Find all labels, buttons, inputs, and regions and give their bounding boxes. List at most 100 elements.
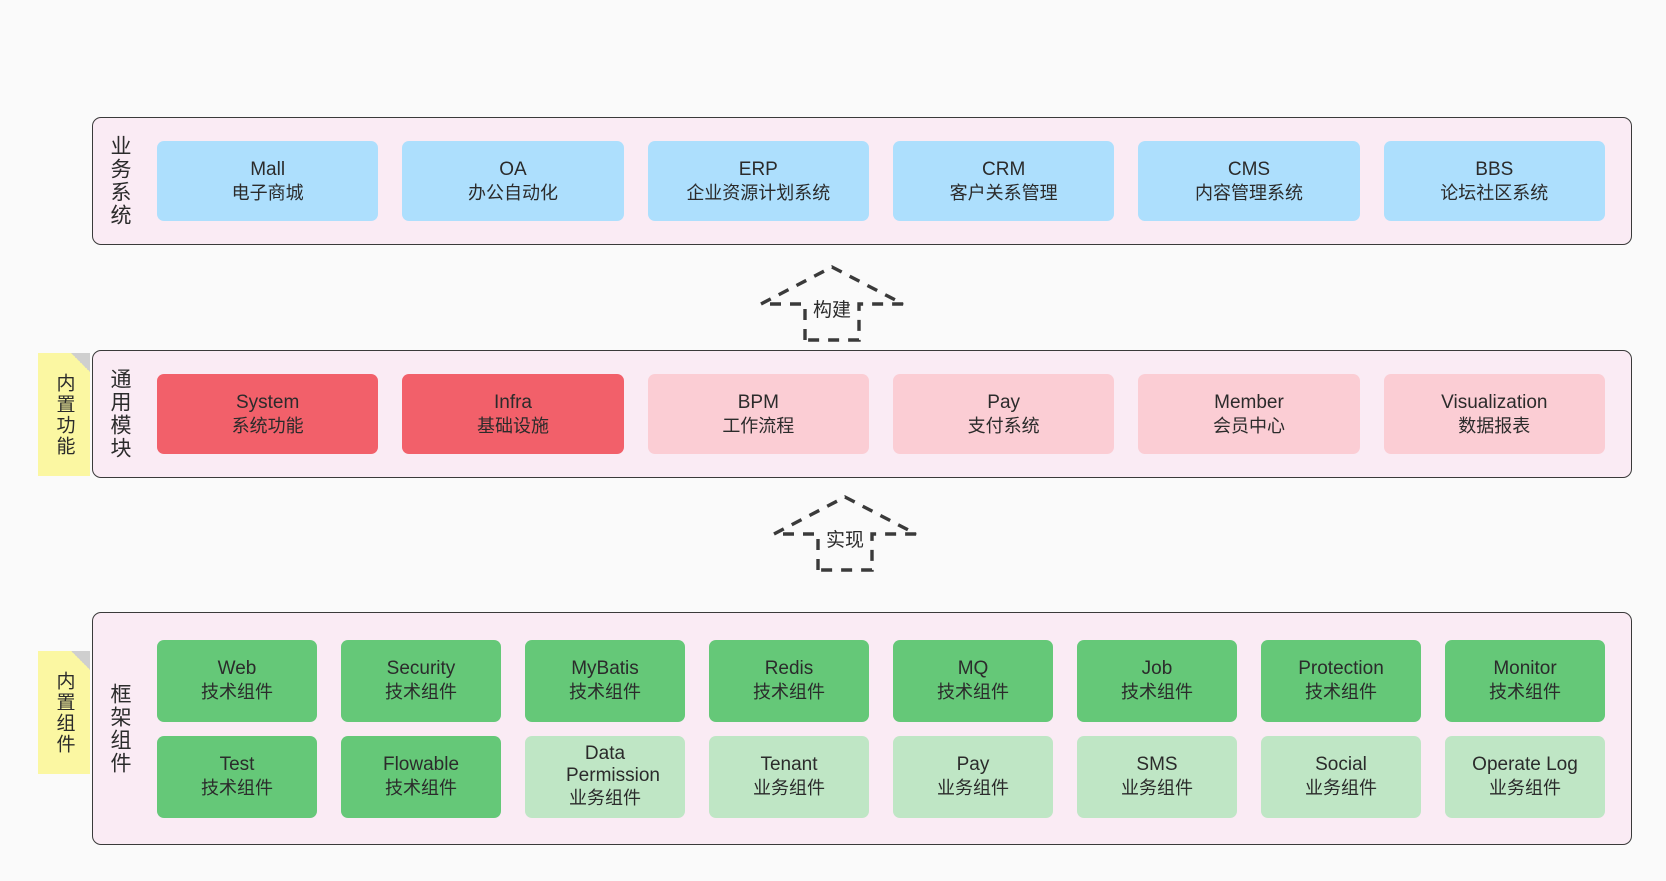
node-data-permission-en: Data Permission: [566, 743, 660, 787]
node-member-cn: 会员中心: [1212, 415, 1285, 436]
node-operate-log-en: Operate Log: [1472, 754, 1578, 776]
node-mq-en: MQ: [957, 658, 989, 680]
node-web[interactable]: Web 技术组件: [157, 639, 317, 722]
node-job[interactable]: Job 技术组件: [1077, 639, 1237, 722]
node-erp-en: ERP: [738, 158, 778, 180]
node-mq-cn: 技术组件: [937, 682, 1009, 703]
node-security-en: Security: [386, 658, 456, 680]
connector-build: 构建: [757, 262, 907, 352]
node-infra-cn: 基础设施: [476, 415, 549, 436]
node-oa-cn: 办公自动化: [467, 182, 558, 203]
node-mybatis-cn: 技术组件: [569, 682, 641, 703]
node-protection-cn: 技术组件: [1305, 682, 1377, 703]
node-system-cn: 系统功能: [231, 415, 304, 436]
node-system-en: System: [235, 391, 300, 413]
framework-row-1: Web 技术组件 Security 技术组件 MyBatis 技术组件 Redi…: [145, 639, 1617, 722]
node-bbs[interactable]: BBS 论坛社区系统: [1383, 141, 1605, 221]
node-operate-log[interactable]: Operate Log 业务组件: [1445, 735, 1605, 818]
node-job-cn: 技术组件: [1121, 682, 1193, 703]
node-sms[interactable]: SMS 业务组件: [1077, 735, 1237, 818]
node-protection[interactable]: Protection 技术组件: [1261, 639, 1421, 722]
node-mall-cn: 电子商城: [231, 182, 304, 203]
node-tenant-en: Tenant: [760, 754, 818, 776]
node-test-cn: 技术组件: [201, 778, 273, 799]
node-visualization-en: Visualization: [1441, 391, 1548, 413]
note-builtin-components-label: 内置组件: [53, 670, 75, 755]
node-test[interactable]: Test 技术组件: [157, 735, 317, 818]
node-pay-module-cn: 支付系统: [967, 415, 1040, 436]
node-bbs-en: BBS: [1475, 158, 1514, 180]
node-bbs-cn: 论坛社区系统: [1440, 182, 1549, 203]
layer-modules-title: 通用模块: [108, 368, 132, 460]
connector-build-label: 构建: [813, 300, 852, 321]
layer-business-systems: 业务系统 Mall 电子商城 OA 办公自动化 ERP 企业资源计划系统 CRM…: [92, 117, 1632, 245]
node-cms[interactable]: CMS 内容管理系统: [1138, 141, 1360, 221]
node-mq[interactable]: MQ 技术组件: [893, 639, 1053, 722]
node-pay-module-en: Pay: [987, 391, 1021, 413]
node-flowable[interactable]: Flowable 技术组件: [341, 735, 501, 818]
node-monitor[interactable]: Monitor 技术组件: [1445, 639, 1605, 722]
layer-framework-components: 框架组件 Web 技术组件 Security 技术组件 MyBatis 技术组件…: [92, 612, 1632, 845]
node-data-permission[interactable]: Data Permission 业务组件: [525, 735, 685, 818]
node-bpm-en: BPM: [737, 391, 779, 413]
node-pay-component-en: Pay: [956, 754, 990, 776]
layer-common-modules: 通用模块 System 系统功能 Infra 基础设施 BPM 工作流程 Pay…: [92, 350, 1632, 478]
node-system[interactable]: System 系统功能: [157, 374, 379, 454]
layer-business-nodes: Mall 电子商城 OA 办公自动化 ERP 企业资源计划系统 CRM 客户关系…: [145, 118, 1631, 244]
node-pay-module[interactable]: Pay 支付系统: [892, 374, 1115, 454]
node-sms-cn: 业务组件: [1121, 778, 1193, 799]
node-data-permission-cn: 业务组件: [569, 788, 641, 809]
note-fold-icon: [71, 651, 90, 670]
node-member-en: Member: [1214, 391, 1284, 413]
node-crm-cn: 客户关系管理: [949, 182, 1058, 203]
node-test-en: Test: [219, 754, 255, 776]
node-oa-en: OA: [499, 158, 527, 180]
note-builtin-components: 内置组件: [38, 651, 90, 774]
node-infra-en: Infra: [493, 391, 532, 413]
layer-framework-title: 框架组件: [108, 682, 132, 775]
connector-implement: 实现: [770, 492, 920, 582]
node-visualization[interactable]: Visualization 数据报表: [1383, 374, 1605, 454]
node-flowable-en: Flowable: [382, 754, 460, 776]
note-builtin-features: 内置功能: [38, 353, 90, 476]
node-erp[interactable]: ERP 企业资源计划系统: [647, 141, 869, 221]
node-monitor-en: Monitor: [1493, 658, 1557, 680]
node-pay-component[interactable]: Pay 业务组件: [893, 735, 1053, 818]
note-fold-icon: [71, 353, 90, 372]
connector-implement-label: 实现: [826, 530, 865, 551]
node-bpm-cn: 工作流程: [722, 415, 795, 436]
node-mybatis[interactable]: MyBatis 技术组件: [525, 639, 685, 722]
node-crm[interactable]: CRM 客户关系管理: [892, 141, 1115, 221]
node-redis-cn: 技术组件: [753, 682, 825, 703]
layer-modules-nodes: System 系统功能 Infra 基础设施 BPM 工作流程 Pay 支付系统…: [145, 351, 1631, 477]
node-sms-en: SMS: [1136, 754, 1178, 776]
node-visualization-cn: 数据报表: [1458, 415, 1531, 436]
node-bpm[interactable]: BPM 工作流程: [647, 374, 869, 454]
node-mybatis-en: MyBatis: [571, 658, 639, 680]
node-social-en: Social: [1315, 754, 1367, 776]
node-cms-cn: 内容管理系统: [1194, 182, 1303, 203]
node-pay-component-cn: 业务组件: [937, 778, 1009, 799]
framework-row-2: Test 技术组件 Flowable 技术组件 Data Permission …: [145, 735, 1617, 818]
node-monitor-cn: 技术组件: [1489, 682, 1561, 703]
note-builtin-features-label: 内置功能: [53, 372, 75, 457]
node-social-cn: 业务组件: [1305, 778, 1377, 799]
node-erp-cn: 企业资源计划系统: [686, 182, 831, 203]
node-web-en: Web: [217, 658, 257, 680]
layer-business-title: 业务系统: [108, 135, 132, 227]
node-redis[interactable]: Redis 技术组件: [709, 639, 869, 722]
node-oa[interactable]: OA 办公自动化: [402, 141, 624, 221]
node-social[interactable]: Social 业务组件: [1261, 735, 1421, 818]
node-tenant-cn: 业务组件: [753, 778, 825, 799]
node-member[interactable]: Member 会员中心: [1138, 374, 1360, 454]
node-protection-en: Protection: [1298, 658, 1384, 680]
node-web-cn: 技术组件: [201, 682, 273, 703]
node-mall-en: Mall: [250, 158, 286, 180]
node-security-cn: 技术组件: [385, 682, 457, 703]
node-tenant[interactable]: Tenant 业务组件: [709, 735, 869, 818]
node-security[interactable]: Security 技术组件: [341, 639, 501, 722]
node-infra[interactable]: Infra 基础设施: [402, 374, 624, 454]
node-job-en: Job: [1141, 658, 1173, 680]
node-mall[interactable]: Mall 电子商城: [157, 141, 379, 221]
